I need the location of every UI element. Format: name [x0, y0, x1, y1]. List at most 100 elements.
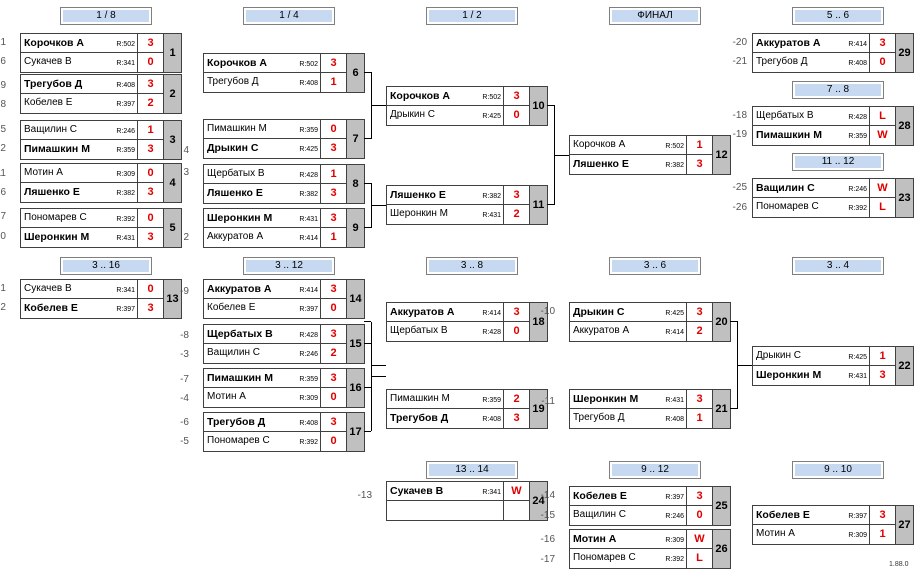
player-name: Аккуратов А	[207, 231, 264, 242]
player-rating: R:431	[116, 235, 135, 242]
player-name: Сукачев В	[24, 56, 72, 67]
player-name: Аккуратов А	[756, 37, 821, 49]
seed-label: 6	[0, 187, 6, 198]
player-name: Ващилин С	[573, 509, 626, 520]
seed-label: -20	[732, 37, 747, 48]
player-rating: R:359	[116, 147, 135, 154]
player-score: 1	[870, 347, 896, 366]
player-rating: R:397	[116, 306, 135, 313]
match-number: 14	[347, 280, 364, 318]
match-number: 9	[347, 209, 364, 247]
player-slot[interactable]	[387, 501, 504, 520]
player-name: Кобелев Е	[756, 509, 810, 521]
